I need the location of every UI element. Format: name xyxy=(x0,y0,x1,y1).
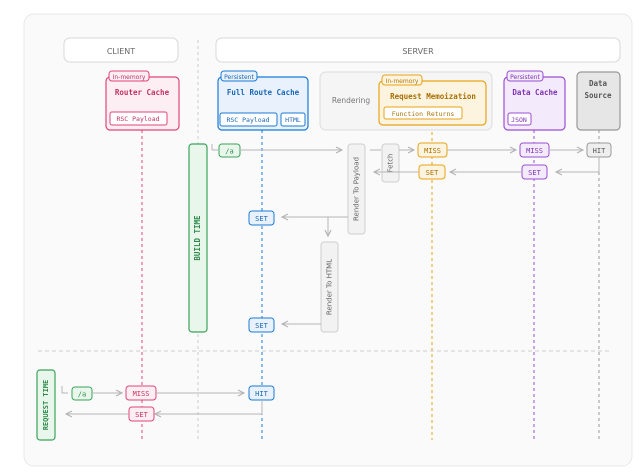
svg-text:HIT: HIT xyxy=(593,147,606,155)
request-time-bar: REQUEST TIME xyxy=(36,369,56,441)
frc-set-badge-2: SET xyxy=(248,317,275,333)
svg-text:MISS: MISS xyxy=(133,390,150,398)
render-to-html: Render To HTML xyxy=(320,241,339,333)
request-memo-title: Request Memoization xyxy=(390,92,476,101)
render-to-payload: Render To Payload xyxy=(347,143,366,235)
build-route-chip: /a xyxy=(218,143,241,158)
svg-text:Render To Payload: Render To Payload xyxy=(353,157,361,221)
full-route-cache-chip-rsc: RSC Payload xyxy=(226,116,269,124)
router-cache-box: In-memory Router Cache RSC Payload xyxy=(105,70,180,131)
build-time-bar: BUILD TIME xyxy=(188,143,208,333)
data-set-badge: SET xyxy=(521,164,548,180)
svg-text:SERVER: SERVER xyxy=(402,47,434,56)
data-cache-tag: Persistent xyxy=(510,74,540,81)
router-cache-title: Router Cache xyxy=(115,88,170,97)
svg-text:BUILD TIME: BUILD TIME xyxy=(193,215,202,261)
request-route-chip: /a xyxy=(71,386,93,401)
svg-text:MISS: MISS xyxy=(424,147,441,155)
full-route-cache-tag: Persistent xyxy=(224,74,254,81)
svg-text:Render To HTML: Render To HTML xyxy=(326,259,334,315)
router-cache-tag: In-memory xyxy=(113,74,146,81)
svg-text:Fetch: Fetch xyxy=(387,154,395,173)
request-route-tick xyxy=(61,386,68,394)
data-miss-badge: MISS xyxy=(519,142,550,158)
memo-set-badge: SET xyxy=(418,164,446,180)
router-cache-chip: RSC Payload xyxy=(116,115,159,123)
svg-text:SET: SET xyxy=(255,215,268,223)
svg-text:/a: /a xyxy=(78,391,86,399)
data-cache-box: Persistent Data Cache JSON xyxy=(503,70,566,131)
full-route-cache-box: Persistent Full Route Cache RSC Payload … xyxy=(217,70,309,131)
request-memo-chip: Function Returns xyxy=(392,110,455,118)
svg-text:SET: SET xyxy=(135,411,148,419)
svg-text:SET: SET xyxy=(255,322,268,330)
svg-text:SET: SET xyxy=(528,169,541,177)
rendering-label: Rendering xyxy=(332,96,371,105)
router-set-badge: SET xyxy=(128,406,155,422)
data-cache-title: Data Cache xyxy=(512,88,558,97)
data-source-title-2: Source xyxy=(584,91,612,100)
full-route-cache-chip-html: HTML xyxy=(285,116,301,124)
router-miss-badge: MISS xyxy=(125,385,157,401)
data-source-title-1: Data xyxy=(589,79,608,88)
frc-set-badge-1: SET xyxy=(248,210,275,226)
svg-text:CLIENT: CLIENT xyxy=(107,47,135,56)
svg-text:REQUEST TIME: REQUEST TIME xyxy=(42,380,50,431)
frc-hit-badge: HIT xyxy=(248,385,275,401)
svg-text:HIT: HIT xyxy=(255,390,268,398)
frc-return-arrow xyxy=(155,400,263,414)
request-memo-tag: In-memory xyxy=(386,78,419,85)
request-memo-box: In-memory Request Memoization Function R… xyxy=(378,74,487,126)
source-return-arrow xyxy=(556,157,600,172)
server-header: SERVER xyxy=(215,37,621,63)
svg-text:SET: SET xyxy=(426,169,439,177)
memo-miss-badge: MISS xyxy=(417,142,448,158)
data-source-box: Data Source xyxy=(576,71,621,131)
data-cache-chip: JSON xyxy=(511,116,527,124)
fetch-box: Fetch xyxy=(381,143,400,183)
client-header: CLIENT xyxy=(63,37,179,63)
svg-text:/a: /a xyxy=(225,148,233,156)
svg-text:MISS: MISS xyxy=(526,147,543,155)
source-hit-badge: HIT xyxy=(586,142,612,158)
full-route-cache-title: Full Route Cache xyxy=(227,88,300,97)
